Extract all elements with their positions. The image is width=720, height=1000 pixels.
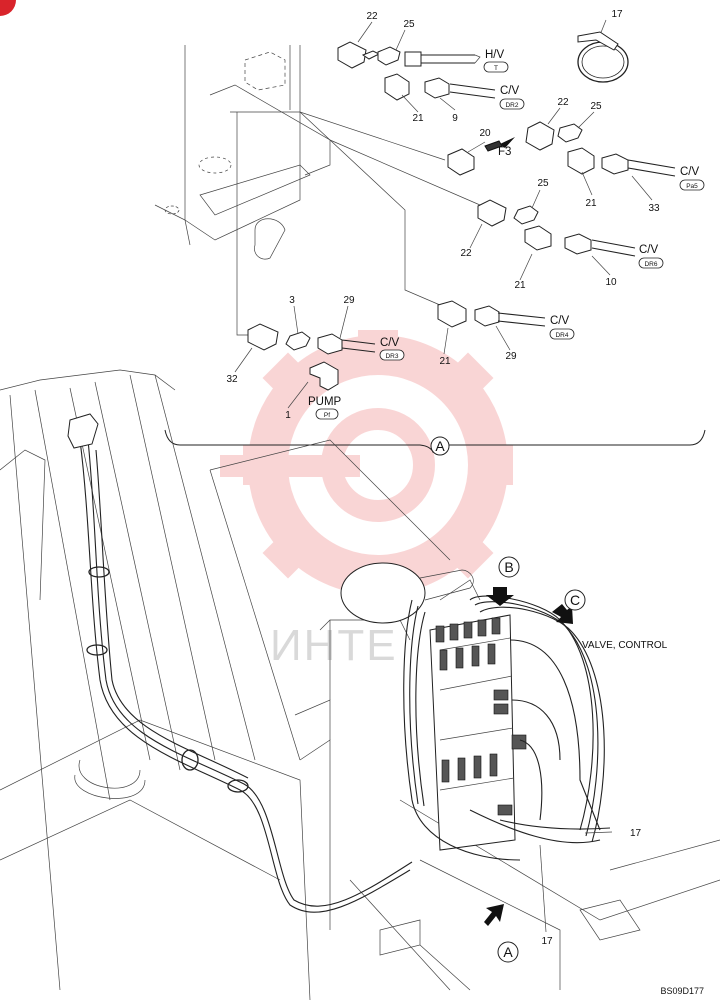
dest-hv-label: H/V [485, 49, 505, 61]
boom-clamps [67, 413, 249, 793]
leader-17b [584, 831, 613, 834]
port-dr3: DR3 [385, 353, 398, 360]
callout-21: 21 [514, 280, 526, 291]
dest-cv-dr6-label: C/V [639, 244, 659, 256]
watermark-logo [220, 330, 513, 600]
callout-25: 25 [537, 178, 549, 189]
view-a-arrow [484, 904, 504, 926]
f3-label: F3 [498, 146, 511, 158]
view-a-label: A [435, 438, 445, 454]
port-pill [379, 349, 405, 361]
port-pill [499, 98, 525, 110]
callout-25: 25 [590, 101, 602, 112]
fitting-group-hv [337, 41, 496, 101]
control-valve-block [429, 614, 527, 851]
leader-17c [539, 844, 547, 933]
corner-mark [0, 0, 16, 16]
callout-17: 17 [630, 828, 642, 839]
port-dr4: DR4 [555, 332, 568, 339]
callout-29: 29 [343, 295, 355, 306]
callout-21: 21 [412, 113, 424, 124]
diagram-code: BS09D177 [660, 986, 704, 996]
callout-22: 22 [557, 97, 569, 108]
callout-22: 22 [460, 248, 472, 259]
callout-9: 9 [452, 113, 458, 124]
valve-control-label: VALVE, CONTROL [582, 640, 668, 651]
view-b-label: B [504, 559, 513, 575]
view-c-circle [564, 589, 586, 611]
dest-cv-dr4-label: C/V [550, 315, 570, 327]
port-dr6: DR6 [644, 261, 657, 268]
callout-22: 22 [366, 11, 378, 22]
view-b-arrow [486, 587, 514, 606]
callout-21: 21 [439, 356, 451, 367]
port-dr2: DR2 [505, 102, 518, 109]
fitting-group-dr6 [477, 199, 636, 257]
fitting-group-dr3-pump [247, 323, 376, 391]
callout-3: 3 [289, 295, 295, 306]
view-a-lower-label: A [503, 944, 513, 960]
callout-17: 17 [541, 936, 553, 947]
callout-29: 29 [505, 351, 517, 362]
hose-clamp-17 [577, 31, 629, 83]
view-c-label: C [570, 592, 580, 608]
callout-25: 25 [403, 19, 415, 30]
destination-labels: H/V T C/V DR2 C/V Pa5 C/V DR6 C/V DR3 C/… [308, 49, 705, 651]
port-pf: Pf [324, 412, 330, 419]
leader-lines [234, 19, 653, 409]
port-pill [483, 61, 509, 73]
f3-arrow [500, 137, 515, 148]
view-c-arrow [552, 604, 573, 624]
callout-10: 10 [605, 277, 617, 288]
dest-cv-dr3-label: C/V [380, 337, 400, 349]
upper-frame-structure [154, 45, 481, 336]
watermark-text: ИНТЕ [270, 621, 398, 670]
port-pill [549, 328, 575, 340]
hydraulic-tank [340, 562, 474, 624]
fitting-group-dr4 [437, 300, 546, 328]
view-a-lower-circle [497, 941, 519, 963]
port-t: T [494, 65, 498, 72]
callout-20: 20 [479, 128, 491, 139]
view-b-circle [498, 556, 520, 578]
port-pill [679, 179, 705, 191]
fitting-group-pa5 [447, 121, 676, 177]
callout-33: 33 [648, 203, 660, 214]
valve-hose-bundle [403, 595, 611, 861]
callout-1: 1 [285, 410, 291, 421]
port-pill [315, 408, 339, 420]
callout-17: 17 [611, 9, 623, 20]
dest-cv-dr2-label: C/V [500, 85, 520, 97]
callout-32: 32 [226, 374, 238, 385]
view-a-circle [430, 436, 450, 456]
dest-pump-label: PUMP [308, 396, 342, 408]
port-pa5: Pa5 [686, 183, 698, 190]
dest-cv-pa5-label: C/V [680, 166, 700, 178]
callout-21: 21 [585, 198, 597, 209]
port-pill [638, 257, 664, 269]
callout-labels: 22 25 17 21 9 22 25 20 21 33 25 22 21 10… [226, 9, 660, 947]
